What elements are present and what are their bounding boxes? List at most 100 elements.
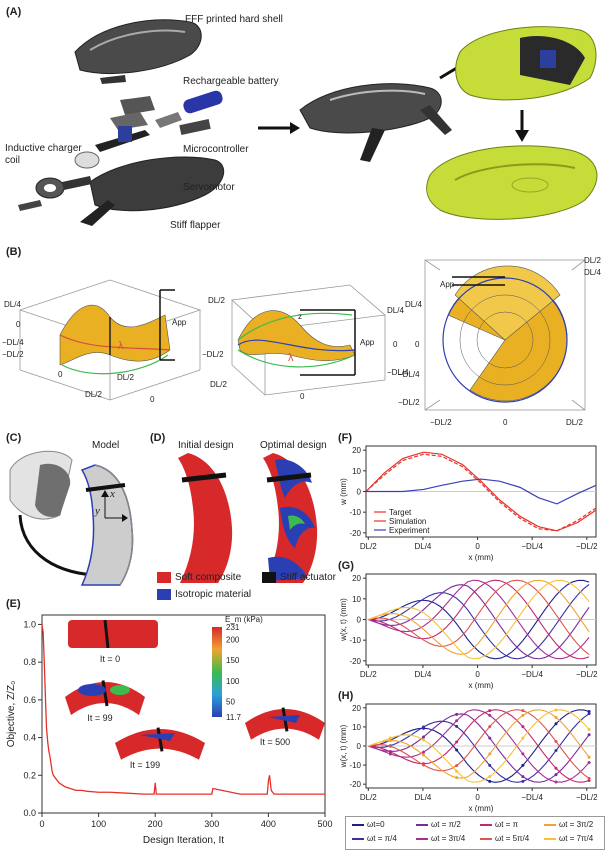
f-xtick-label: −DL/4 [521, 542, 543, 551]
label-servomotor: Servomotor [183, 182, 235, 193]
b-left-tick-ndl2-y: −DL/2 [202, 350, 224, 359]
g-xtick-label: −DL/2 [576, 670, 598, 679]
g-wave-2 [368, 584, 590, 660]
h-marker [388, 752, 392, 756]
h-legend-label: ωt = π/2 [431, 820, 461, 829]
h-marker [488, 725, 492, 729]
b-left-app: App [172, 318, 187, 327]
h-marker [488, 713, 492, 717]
b-left-tick-zero-y: 0 [150, 395, 155, 404]
e-plot-frame [41, 614, 326, 814]
b-mid-tick-zero: 0 [393, 340, 398, 349]
label-microcontroller: Microcontroller [183, 144, 249, 155]
h-marker [521, 775, 525, 779]
e-inset-it199-actuator [156, 727, 164, 752]
g-wave-1 [368, 584, 590, 660]
h-legend-entry: ωt = 7π/4 [544, 834, 593, 843]
f-ytick-label: 20 [352, 446, 361, 455]
battery-part [179, 90, 223, 136]
e-colorbar-label: E_m (kPa) [225, 615, 263, 624]
h-legend-swatch [544, 823, 556, 826]
h-ytick-label: 10 [352, 723, 361, 732]
f-legend-label: Simulation [389, 517, 426, 526]
legend-soft-swatch [157, 572, 171, 583]
g-wave-4 [368, 579, 590, 660]
g-xtick-label: DL/4 [414, 670, 431, 679]
h-legend-swatch [544, 837, 556, 840]
b-mid-tick-zero-x: 0 [300, 392, 305, 401]
b-right-surface [442, 265, 568, 403]
e-xtick-label: 400 [261, 819, 276, 829]
h-marker [521, 713, 525, 717]
b-right-tick-ndl2: −DL/2 [398, 398, 420, 407]
e-colorbar-tick: 50 [226, 697, 235, 706]
b-mid-lambda: λ [288, 352, 294, 364]
panel-d-label: (D) [150, 432, 166, 444]
panel-h-label: (H) [338, 690, 354, 702]
b-left-tick-ndl4: −DL/4 [2, 338, 24, 347]
b-left-tick-dl2-y: DL/2 [117, 373, 134, 382]
h-marker [488, 736, 492, 740]
h-wave-0 [368, 709, 590, 783]
h-ytick-label: 0 [357, 742, 362, 751]
h-legend-swatch [416, 837, 428, 840]
b-mid-tick-dl2-x: DL/2 [210, 380, 227, 389]
f-xlabel: x (mm) [469, 553, 494, 562]
e-inset-it199-iso [140, 733, 175, 741]
h-marker [488, 775, 492, 779]
h-legend-entry: ωt = π/2 [416, 820, 461, 829]
e-ann-it500: It = 500 [260, 737, 290, 747]
h-marker [587, 728, 591, 732]
e-colorbar-tick: 100 [226, 677, 240, 686]
h-marker [455, 748, 459, 752]
e-xtick-label: 0 [39, 819, 44, 829]
e-xlabel: Design Iteration, It [143, 835, 224, 846]
g-xlabel: x (mm) [469, 681, 494, 690]
h-marker [422, 763, 425, 767]
e-colorbar-tick: 150 [226, 656, 240, 665]
e-inset-it99-green [110, 685, 130, 695]
h-marker [422, 735, 425, 739]
h-marker [521, 725, 525, 729]
small-mechanical-parts [95, 75, 182, 152]
h-marker [422, 738, 425, 742]
g-wave-7 [368, 579, 590, 660]
e-inset-it500-iso [268, 715, 300, 723]
f-xtick-label: DL/4 [414, 542, 431, 551]
b-left-surface [59, 304, 171, 375]
b-right-tick-zero-x: 0 [503, 418, 508, 427]
f-series-1 [365, 453, 597, 532]
g-xtick-label: −DL/4 [521, 670, 543, 679]
e-xtick-label: 100 [91, 819, 106, 829]
b-right-tick-ndl2-x: −DL/2 [430, 418, 452, 427]
h-marker [488, 752, 492, 756]
h-xtick-label: −DL/4 [521, 793, 543, 802]
h-marker [455, 769, 459, 773]
h-xlabel: x (mm) [469, 804, 494, 813]
h-legend-entry: ωt = 3π/4 [416, 834, 465, 843]
h-legend-entry: ωt = 5π/4 [480, 834, 529, 843]
c-axis-x: x [110, 488, 115, 500]
g-ylabel: w(x, t) (mm) [339, 598, 348, 642]
b-right-tick-dl2-x: DL/2 [566, 418, 583, 427]
g-wave-0 [368, 579, 590, 660]
g-ytick-label: -10 [349, 636, 361, 645]
c-axis-y: y [95, 505, 100, 517]
b-mid-surface [237, 310, 356, 368]
h-marker [455, 764, 459, 768]
e-colorbar [212, 627, 222, 717]
h-legend-entry: ωt = π/4 [352, 834, 397, 843]
h-marker [587, 710, 591, 714]
h-legend-swatch [416, 823, 428, 826]
b-right-box [424, 259, 586, 411]
yellow-shell-open [455, 26, 597, 101]
panel-c-illustration [9, 450, 134, 586]
g-ytick-label: 20 [352, 574, 361, 583]
h-marker [422, 753, 425, 757]
e-ytick-label: 0.8 [23, 657, 36, 667]
h-marker [587, 755, 591, 759]
h-marker [587, 733, 591, 737]
h-marker [455, 724, 459, 728]
h-marker [521, 736, 525, 740]
